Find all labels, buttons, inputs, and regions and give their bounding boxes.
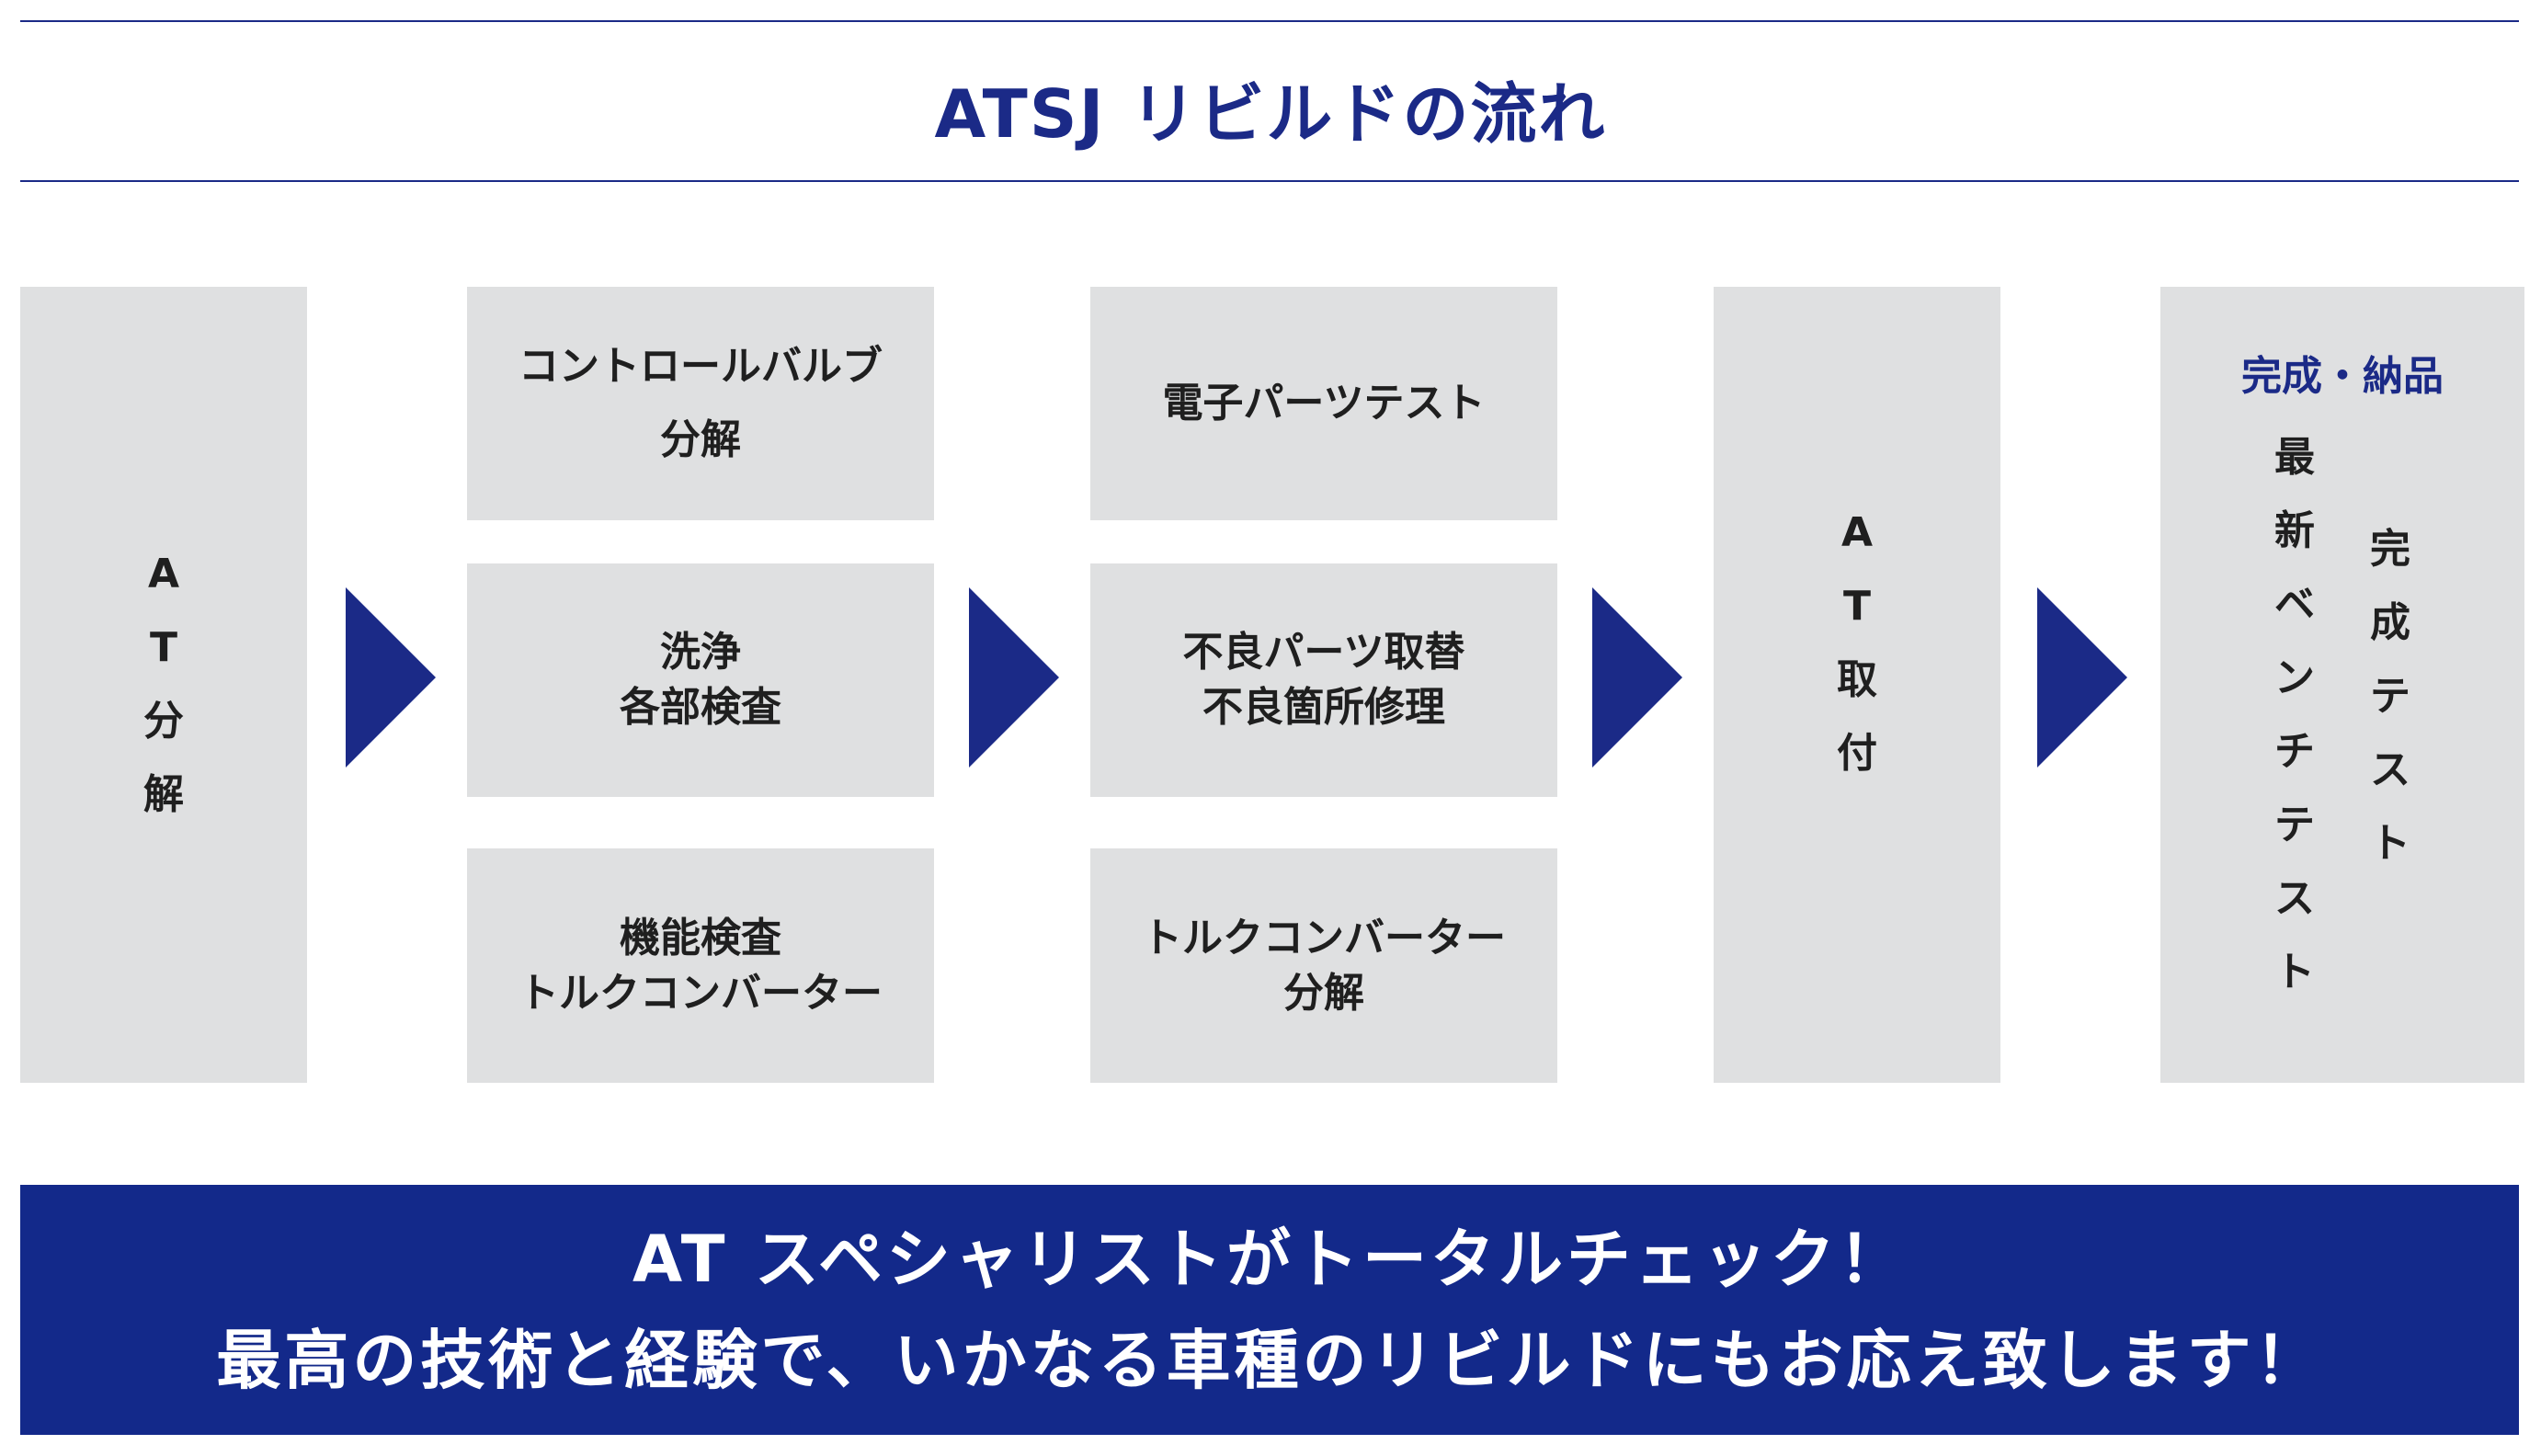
title-underline: [20, 180, 2519, 182]
step-at-disassembly: A T 分 解: [20, 287, 307, 1083]
step-line: 不良箇所修理: [1202, 684, 1445, 731]
step-torque-converter-disassembly: トルクコンバーター 分解: [1090, 848, 1557, 1083]
char: ス: [2370, 746, 2410, 793]
char: テ: [2274, 802, 2315, 848]
char: A: [1840, 509, 1874, 556]
banner-line-2: 最高の技術と経験で、いかなる車種のリビルドにもお応え致します！: [216, 1323, 2323, 1398]
char: 取: [1837, 656, 1877, 703]
char: ン: [2274, 654, 2315, 701]
completion-heading: 完成・納品: [2241, 353, 2444, 400]
step-parts-replacement: 不良パーツ取替 不良箇所修理: [1090, 563, 1557, 797]
char: チ: [2274, 728, 2315, 775]
bench-test-label: 最 新 ベ ン チ テ ス ト: [2274, 421, 2315, 1009]
step-completion-delivery: 完成・納品 最 新 ベ ン チ テ ス ト 完 成 テ ス ト: [2160, 287, 2524, 1083]
flow-arrow-icon: [969, 587, 1059, 768]
step-line: 各部検査: [620, 684, 781, 731]
char: ベ: [2274, 581, 2315, 628]
flow-arrow-icon: [2037, 587, 2127, 768]
final-test-columns: 最 新 ベ ン チ テ ス ト 完 成 テ ス ト: [2274, 421, 2410, 1009]
promo-banner: AT スペシャリストがトータルチェック！ 最高の技術と経験で、いかなる車種のリビ…: [20, 1185, 2519, 1435]
step-line: 分解: [1283, 969, 1364, 1017]
completion-test-label: 完 成 テ ス ト: [2370, 513, 2410, 881]
flow-arrow-icon: [1592, 587, 1682, 768]
step-cleaning-inspection: 洗浄 各部検査: [467, 563, 934, 797]
top-rule: [20, 20, 2519, 22]
char: 解: [143, 771, 184, 818]
vertical-label: A T 取 付: [1837, 496, 1877, 791]
step-line: トルクコンバーター: [1142, 914, 1506, 961]
char: 付: [1837, 730, 1877, 777]
char: ス: [2274, 875, 2315, 922]
char: A: [147, 551, 180, 597]
char: 成: [2370, 599, 2410, 646]
char: 分: [143, 698, 184, 745]
step-control-valve-disassembly: コントロールバルブ 分解: [467, 287, 934, 520]
step-function-check: 機能検査 トルクコンバーター: [467, 848, 934, 1083]
step-line: 機能検査: [620, 914, 781, 961]
banner-line-1: AT スペシャリストがトータルチェック！: [632, 1222, 1907, 1297]
step-line: 洗浄: [660, 629, 741, 676]
step-electronic-parts-test: 電子パーツテスト: [1090, 287, 1557, 520]
char: 最: [2274, 434, 2315, 481]
char: ト: [2274, 949, 2315, 995]
step-line: 電子パーツテスト: [1162, 380, 1486, 427]
vertical-label: A T 分 解: [143, 538, 184, 832]
char: 新: [2274, 507, 2315, 554]
step-line: 不良パーツ取替: [1182, 629, 1465, 676]
char: ト: [2370, 820, 2410, 867]
step-at-install: A T 取 付: [1714, 287, 2000, 1083]
step-line: トルクコンバーター: [518, 969, 883, 1017]
page-title: ATSJ リビルドの流れ: [934, 74, 1607, 153]
step-line: 分解: [660, 416, 741, 463]
char: 完: [2370, 526, 2410, 573]
char: T: [149, 624, 177, 671]
flow-arrow-icon: [346, 587, 436, 768]
step-line: コントロールバルブ: [518, 343, 883, 390]
char: T: [1842, 583, 1871, 630]
char: テ: [2370, 673, 2410, 720]
